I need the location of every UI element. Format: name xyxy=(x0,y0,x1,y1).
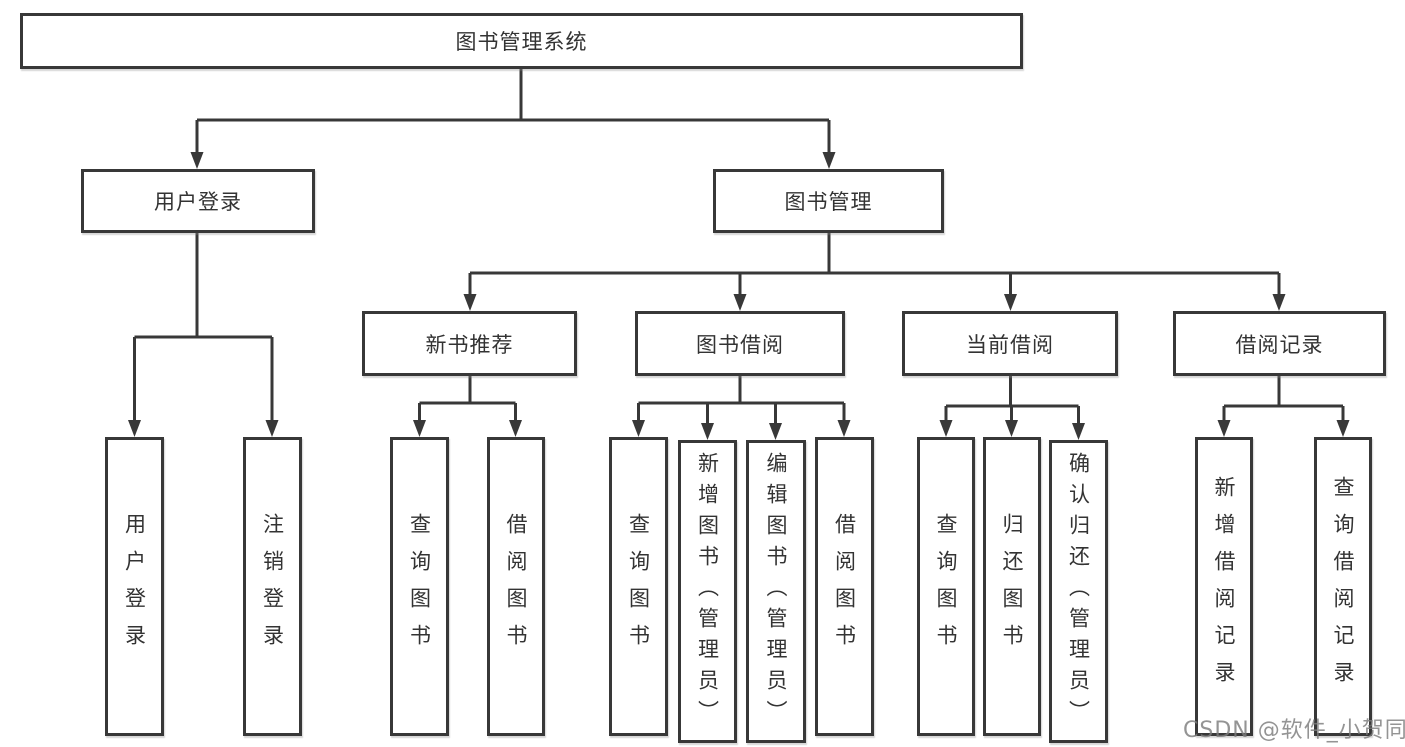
node-library-management-system: 图书管理系统 xyxy=(20,13,1023,69)
node-label: 查询图书 xyxy=(407,512,432,661)
leaf-logout-login: 注销登录 xyxy=(243,437,302,736)
node-label: 图书借阅 xyxy=(696,332,784,357)
leaf-edit-book-admin: 编辑图书（管理员） xyxy=(746,440,806,743)
node-label: 确认归还（管理员） xyxy=(1066,452,1091,731)
node-label: 新增借阅记录 xyxy=(1212,475,1236,698)
leaf-query-borrow-record: 查询借阅记录 xyxy=(1314,437,1372,736)
node-book-management: 图书管理 xyxy=(713,169,944,233)
leaf-add-book-admin: 新增图书（管理员） xyxy=(678,440,737,743)
leaf-query-books-current: 查询图书 xyxy=(917,437,975,736)
leaf-user-login: 用户登录 xyxy=(105,437,164,736)
node-user-login: 用户登录 xyxy=(81,169,315,233)
csdn-watermark: CSDN @软件_小贺同学 xyxy=(1183,718,1405,743)
node-label: 借阅图书 xyxy=(504,512,528,661)
leaf-confirm-return-admin: 确认归还（管理员） xyxy=(1049,440,1108,743)
leaf-query-books-borrow: 查询图书 xyxy=(609,437,668,736)
leaf-return-book: 归还图书 xyxy=(983,437,1041,736)
node-label: 当前借阅 xyxy=(966,332,1054,357)
node-label: 图书管理系统 xyxy=(455,30,588,54)
node-label: 查询借阅记录 xyxy=(1331,475,1355,698)
node-label: 编辑图书（管理员） xyxy=(764,452,788,731)
leaf-query-books-recommend: 查询图书 xyxy=(390,437,449,736)
node-label: 注销登录 xyxy=(260,512,285,661)
leaf-borrow-books-recommend: 借阅图书 xyxy=(487,437,545,736)
node-label: 归还图书 xyxy=(1000,512,1024,661)
node-label: 借阅图书 xyxy=(832,512,857,661)
node-label: 用户登录 xyxy=(154,190,242,214)
leaf-add-borrow-record: 新增借阅记录 xyxy=(1195,437,1253,736)
node-book-borrowing: 图书借阅 xyxy=(635,311,845,376)
node-label: 查询图书 xyxy=(626,512,651,661)
arrowheads xyxy=(128,152,1350,440)
node-label: 查询图书 xyxy=(934,512,958,661)
node-new-book-recommendation: 新书推荐 xyxy=(362,311,577,376)
node-label: 新书推荐 xyxy=(425,332,514,357)
node-label: 图书管理 xyxy=(784,190,873,214)
node-current-borrowing: 当前借阅 xyxy=(902,311,1118,376)
node-label: 用户登录 xyxy=(122,512,147,661)
node-label: 借阅记录 xyxy=(1235,332,1324,357)
node-label: 新增图书（管理员） xyxy=(695,452,720,731)
leaf-borrow-books: 借阅图书 xyxy=(815,437,874,736)
node-borrowing-records: 借阅记录 xyxy=(1173,311,1386,376)
